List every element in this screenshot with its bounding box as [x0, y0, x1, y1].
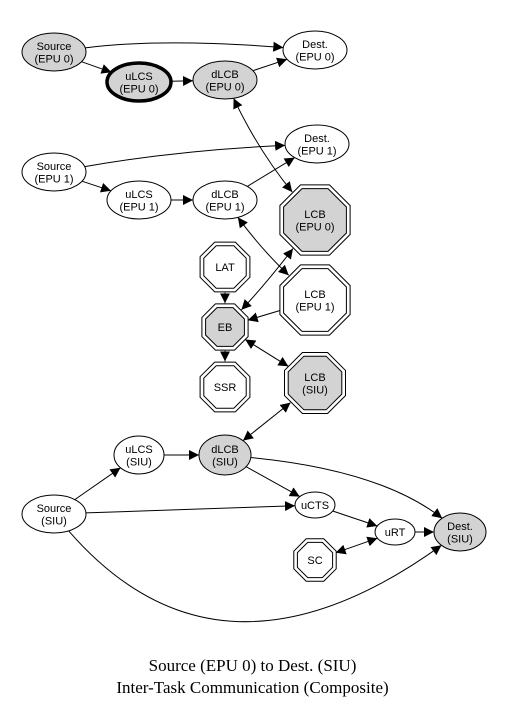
- node-label: SC: [307, 555, 322, 567]
- edge-src-siu-to-ulcs-siu: [74, 467, 121, 501]
- node-label: SSR: [214, 382, 237, 394]
- edge-dlcb-siu-to-ucts: [245, 466, 301, 498]
- edge-eb-to-lcb-siu: [244, 339, 289, 367]
- node-label: EB: [218, 322, 233, 334]
- node-label: (EPU 1): [34, 173, 73, 185]
- node-label: dLCB: [211, 444, 239, 456]
- node-ssr: SSR: [199, 361, 251, 413]
- caption-title: Source (EPU 0) to Dest. (SIU): [148, 656, 357, 675]
- node-ucts: uCTS: [294, 491, 336, 519]
- node-label: Source: [37, 503, 72, 515]
- node-label: dLCB: [211, 189, 239, 201]
- node-lcb-epu1: LCB(EPU 1): [279, 264, 351, 336]
- node-label: (EPU 0): [295, 51, 334, 63]
- node-label: LCB: [304, 209, 325, 221]
- node-dest-epu1: Dest.(EPU 1): [284, 124, 350, 164]
- node-label: Dest.: [302, 39, 328, 51]
- edge-ucts-to-urt: [332, 510, 378, 528]
- node-ulcs-epu0: uLCS(EPU 0): [105, 61, 173, 103]
- node-label: (SIU): [212, 456, 238, 468]
- node-lcb-epu0: LCB(EPU 0): [279, 184, 351, 256]
- edge-ulcs-epu0-to-dlcb-epu0: [170, 75, 194, 86]
- edge-dlcb-epu0-to-lcb-epu0: [233, 98, 293, 193]
- node-lat: LAT: [199, 241, 251, 293]
- node-eb: EB: [201, 303, 249, 351]
- node-lcb-siu: LCB(SIU): [284, 352, 346, 414]
- node-ulcs-siu: uLCS(SIU): [113, 435, 165, 475]
- node-label: LAT: [215, 262, 235, 274]
- communication-graph: Source(EPU 0)Dest.(EPU 0)uLCS(EPU 0)dLCB…: [21, 30, 487, 623]
- edges-layer: [68, 41, 443, 623]
- node-ulcs-epu1: uLCS(EPU 1): [106, 180, 172, 220]
- node-label: uLCS: [125, 189, 153, 201]
- node-label: Dest.: [447, 521, 473, 533]
- node-src-epu1: Source(EPU 1): [21, 152, 87, 192]
- node-label: uLCS: [125, 71, 153, 83]
- nodes-layer: Source(EPU 0)Dest.(EPU 0)uLCS(EPU 0)dLCB…: [21, 30, 487, 582]
- edge-dlcb-epu0-to-dest-epu0: [252, 57, 288, 72]
- node-dest-epu0: Dest.(EPU 0): [282, 30, 348, 70]
- node-label: dLCB: [211, 69, 239, 81]
- node-sc: SC: [293, 538, 337, 582]
- node-label: (SIU): [447, 533, 473, 545]
- edge-dlcb-siu-to-dest-siu: [250, 457, 443, 519]
- node-src-epu0: Source(EPU 0): [21, 32, 87, 72]
- edge-lcb-epu1-to-eb: [247, 309, 281, 323]
- edge-dlcb-epu1-to-dest-epu1: [247, 157, 295, 187]
- edge-src-epu1-to-dest-epu1: [84, 140, 286, 168]
- edge-src-epu1-to-ulcs-epu1: [81, 180, 112, 193]
- node-label: (EPU 0): [295, 221, 334, 233]
- node-label: (EPU 1): [295, 301, 334, 313]
- node-dlcb-epu1: dLCB(EPU 1): [192, 180, 258, 220]
- node-src-siu: Source(SIU): [21, 494, 87, 534]
- node-label: LCB: [304, 372, 325, 384]
- node-label: Source: [37, 161, 72, 173]
- node-label: (SIU): [302, 384, 328, 396]
- caption-subtitle: Inter-Task Communication (Composite): [116, 678, 389, 697]
- edge-lcb-siu-to-dlcb-siu: [242, 402, 291, 441]
- node-label: (EPU 0): [34, 53, 73, 65]
- node-label: uRT: [385, 527, 406, 539]
- node-label: (SIU): [126, 456, 152, 468]
- edge-src-epu0-to-ulcs-epu0: [81, 61, 112, 74]
- edge-src-siu-to-ucts: [85, 501, 296, 514]
- node-label: (EPU 0): [205, 81, 244, 93]
- node-label: (SIU): [41, 515, 67, 527]
- node-dest-siu: Dest.(SIU): [433, 512, 487, 552]
- node-label: (EPU 1): [297, 145, 336, 157]
- node-label: (EPU 0): [119, 83, 158, 95]
- node-dlcb-epu0: dLCB(EPU 0): [192, 60, 258, 100]
- node-label: Dest.: [304, 133, 330, 145]
- edge-sc-to-urt: [335, 536, 378, 555]
- node-label: (EPU 1): [205, 201, 244, 213]
- node-label: uCTS: [301, 500, 329, 512]
- edge-lcb-epu0-to-eb: [241, 248, 294, 311]
- edge-src-siu-to-dest-siu: [68, 530, 442, 623]
- node-label: (EPU 1): [119, 201, 158, 213]
- node-urt: uRT: [374, 518, 416, 546]
- node-dlcb-siu: dLCB(SIU): [198, 434, 252, 476]
- edge-src-epu0-to-dest-epu0: [85, 41, 284, 52]
- node-label: uLCS: [125, 444, 153, 456]
- node-label: Source: [37, 41, 72, 53]
- node-label: LCB: [304, 289, 325, 301]
